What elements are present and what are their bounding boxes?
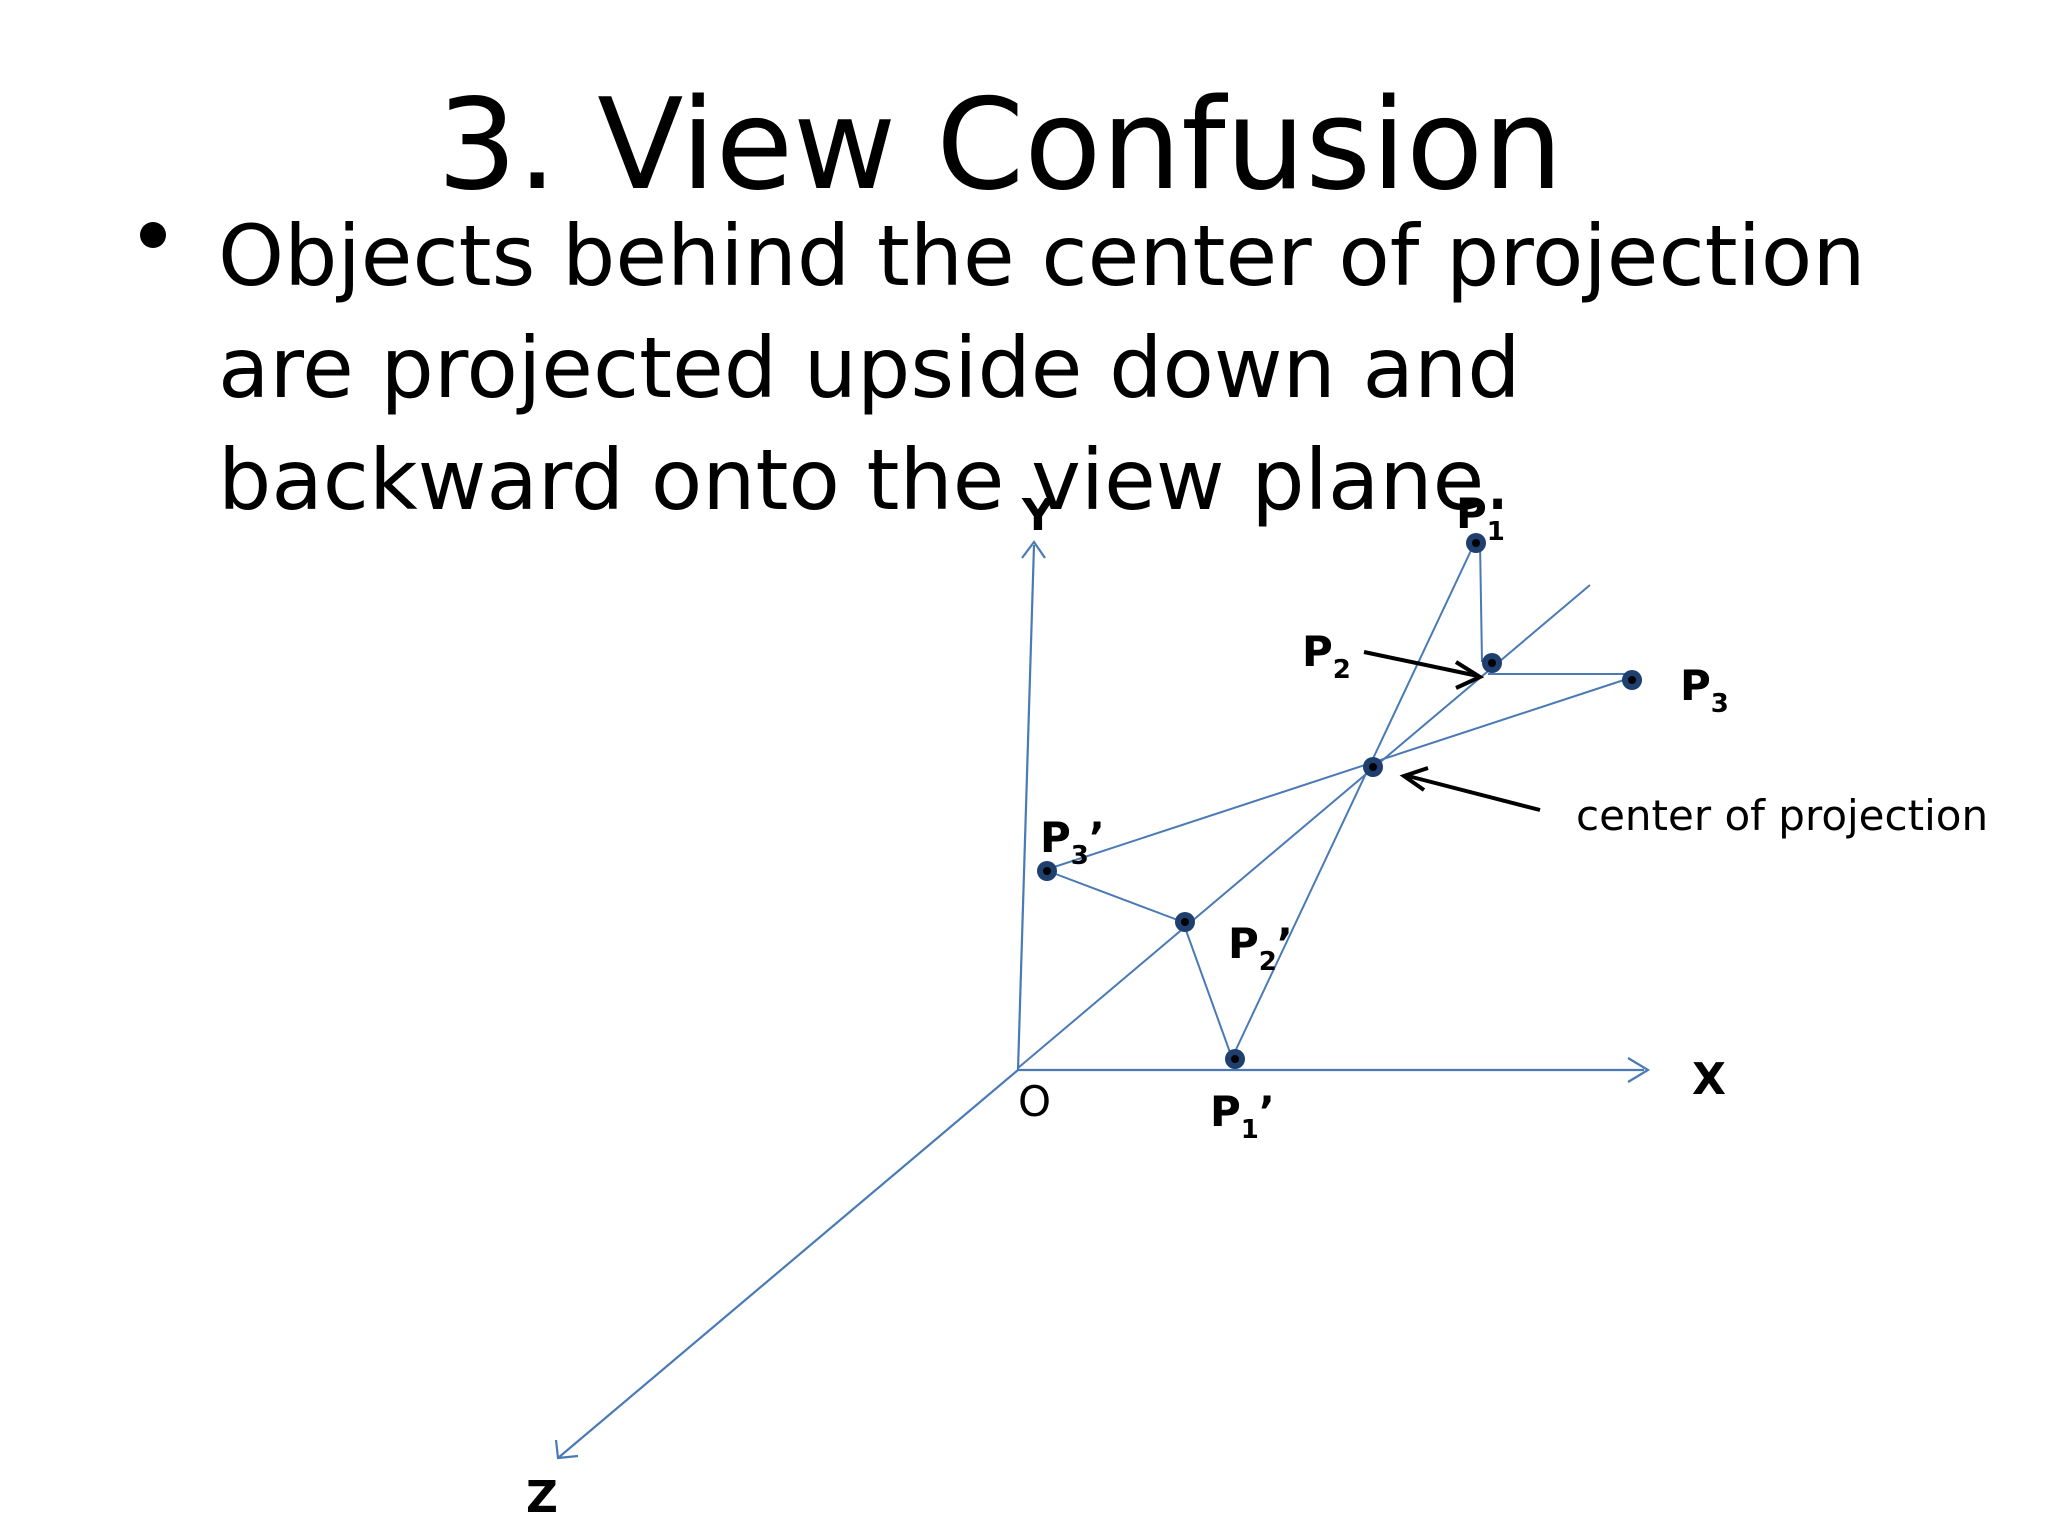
point-p1-marker: [1466, 533, 1486, 553]
bullet-text: Objects behind the center of projection …: [218, 207, 1866, 529]
p1prime-label: P1’: [1210, 1087, 1275, 1145]
point-markers: [1037, 533, 1642, 1069]
point-p3prime-marker: [1037, 861, 1057, 881]
p3prime-label: P3’: [1040, 813, 1105, 871]
line-p3prime-to-p2prime: [1044, 869, 1184, 923]
z-axis-label: Z: [526, 1472, 558, 1523]
line-p1-to-p1prime: [1231, 541, 1476, 1059]
axes: [554, 540, 1651, 1460]
projection-lines: [1017, 541, 1631, 1069]
x-axis-label: X: [1692, 1054, 1726, 1105]
point-p2-marker: [1482, 653, 1502, 673]
p2-pointer-arrowhead: [1454, 660, 1485, 690]
cop-pointer-arrow: [1407, 774, 1541, 812]
y-axis-arrowhead: [1021, 540, 1046, 559]
y-axis-label: Y: [1021, 490, 1055, 541]
line-p2prime-to-p1prime: [1182, 921, 1233, 1059]
p3-label: P3: [1680, 661, 1729, 719]
x-axis-arrowhead: [1627, 1057, 1651, 1083]
slide-title: 3. View Confusion: [436, 71, 1564, 218]
point-p2prime-marker: [1175, 912, 1195, 932]
p2-label: P2: [1302, 627, 1351, 685]
z-axis-arrowhead: [554, 1439, 579, 1460]
y-axis-line: [1016, 544, 1036, 1071]
origin-label: O: [1018, 1077, 1051, 1126]
annotation-arrows: [1363, 650, 1541, 812]
center-of-projection-marker: [1363, 757, 1383, 777]
p2-pointer-arrow: [1363, 650, 1479, 678]
p2prime-label: P2’: [1228, 919, 1293, 977]
cop-pointer-arrowhead: [1399, 766, 1429, 792]
z-axis-line: [557, 1069, 1019, 1459]
center-of-projection-label: center of projection: [1576, 791, 1988, 840]
line-p1-to-p2: [1479, 541, 1483, 663]
point-p1prime-marker: [1225, 1049, 1245, 1069]
line-p3-to-p3prime: [1044, 677, 1631, 871]
bullet-dot-icon: [140, 222, 166, 248]
p1-label: P1: [1456, 489, 1505, 547]
point-p3-marker: [1622, 670, 1642, 690]
